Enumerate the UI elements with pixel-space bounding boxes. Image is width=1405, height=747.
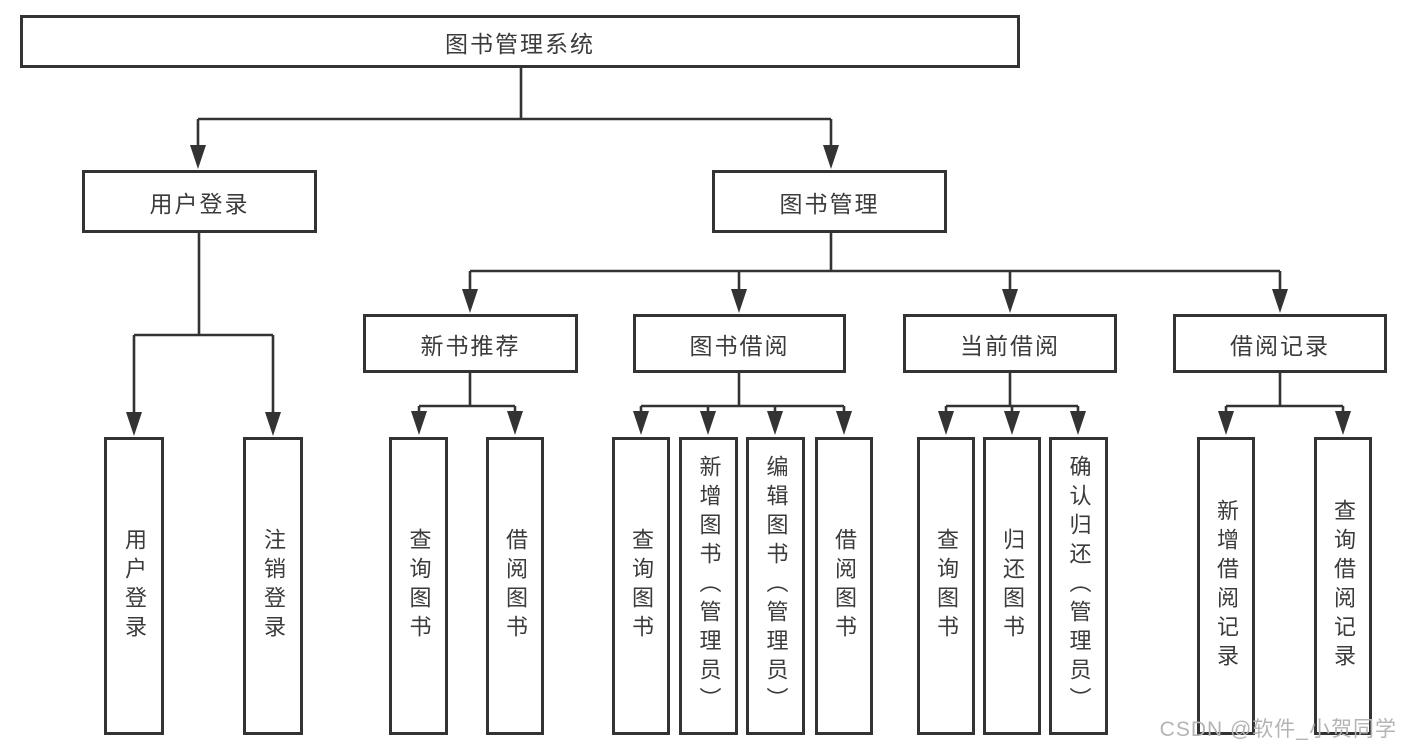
leaf-cb-confirm-return-admin: 确认归还（管理员） <box>1049 437 1108 735</box>
arrowhead <box>700 411 716 435</box>
arrowhead <box>507 411 523 435</box>
leaf-bb-edit-books-admin-label: 编辑图书（管理员） <box>763 455 789 717</box>
watermark: CSDN @软件_小贺同学 <box>1159 718 1397 741</box>
leaf-br-add-record: 新增借阅记录 <box>1197 437 1255 735</box>
connector-user-login-to-leaves <box>126 233 281 436</box>
leaf-cb-confirm-return-admin-label: 确认归还（管理员） <box>1066 455 1092 717</box>
leaf-bb-add-books-admin: 新增图书（管理员） <box>679 437 738 735</box>
leaf-user-login-label: 用户登录 <box>122 527 147 645</box>
arrowhead <box>1070 411 1086 435</box>
connector-current-borrow-to-leaves <box>938 373 1086 435</box>
leaf-bb-borrow-books-label: 借阅图书 <box>832 527 857 645</box>
node-user-login: 用户登录 <box>82 170 317 233</box>
leaf-nb-borrow-books: 借阅图书 <box>486 437 544 735</box>
arrowhead <box>633 411 649 435</box>
arrowhead <box>462 289 478 313</box>
arrowhead <box>1218 411 1234 435</box>
connector-borrow-record-to-leaves <box>1218 373 1351 435</box>
node-current-borrow: 当前借阅 <box>903 314 1117 373</box>
leaf-br-add-record-label: 新增借阅记录 <box>1214 498 1239 674</box>
arrowhead <box>1002 289 1018 313</box>
connector-book-borrow-to-leaves <box>633 373 852 435</box>
leaf-logout: 注销登录 <box>243 437 303 735</box>
node-borrow-record: 借阅记录 <box>1173 314 1387 373</box>
leaf-cb-query-books-label: 查询图书 <box>934 527 959 645</box>
arrowhead <box>126 412 142 436</box>
leaf-bb-borrow-books: 借阅图书 <box>815 437 873 735</box>
arrowhead <box>731 289 747 313</box>
leaf-cb-query-books: 查询图书 <box>917 437 975 735</box>
leaf-logout-label: 注销登录 <box>261 527 286 645</box>
arrowhead <box>938 411 954 435</box>
leaf-nb-borrow-books-label: 借阅图书 <box>503 527 528 645</box>
leaf-bb-query-books-label: 查询图书 <box>629 527 654 645</box>
leaf-br-query-record: 查询借阅记录 <box>1314 437 1372 735</box>
node-new-book-recommend: 新书推荐 <box>363 314 578 373</box>
arrowhead <box>1272 289 1288 313</box>
leaf-bb-edit-books-admin: 编辑图书（管理员） <box>746 437 805 735</box>
node-book-borrow: 图书借阅 <box>633 314 846 373</box>
leaf-cb-return-books: 归还图书 <box>983 437 1041 735</box>
connector-new-book-recommend-to-leaves <box>411 373 523 435</box>
leaf-user-login: 用户登录 <box>104 437 164 735</box>
leaf-br-query-record-label: 查询借阅记录 <box>1331 498 1356 674</box>
leaf-nb-query-books: 查询图书 <box>389 437 448 735</box>
leaf-bb-query-books: 查询图书 <box>612 437 670 735</box>
arrowhead <box>1335 411 1351 435</box>
node-book-management: 图书管理 <box>712 170 947 233</box>
node-root: 图书管理系统 <box>20 15 1020 68</box>
arrowhead <box>836 411 852 435</box>
leaf-bb-add-books-admin-label: 新增图书（管理员） <box>696 455 722 717</box>
arrowhead <box>265 412 281 436</box>
arrowhead <box>767 411 783 435</box>
leaf-cb-return-books-label: 归还图书 <box>1000 527 1025 645</box>
arrowhead <box>411 411 427 435</box>
leaf-nb-query-books-label: 查询图书 <box>406 527 432 645</box>
arrowhead <box>823 145 839 169</box>
arrowhead <box>190 145 206 169</box>
arrowhead <box>1004 411 1020 435</box>
connector-root-to-level1 <box>190 68 839 169</box>
connector-book-management-to-groups <box>462 233 1288 313</box>
